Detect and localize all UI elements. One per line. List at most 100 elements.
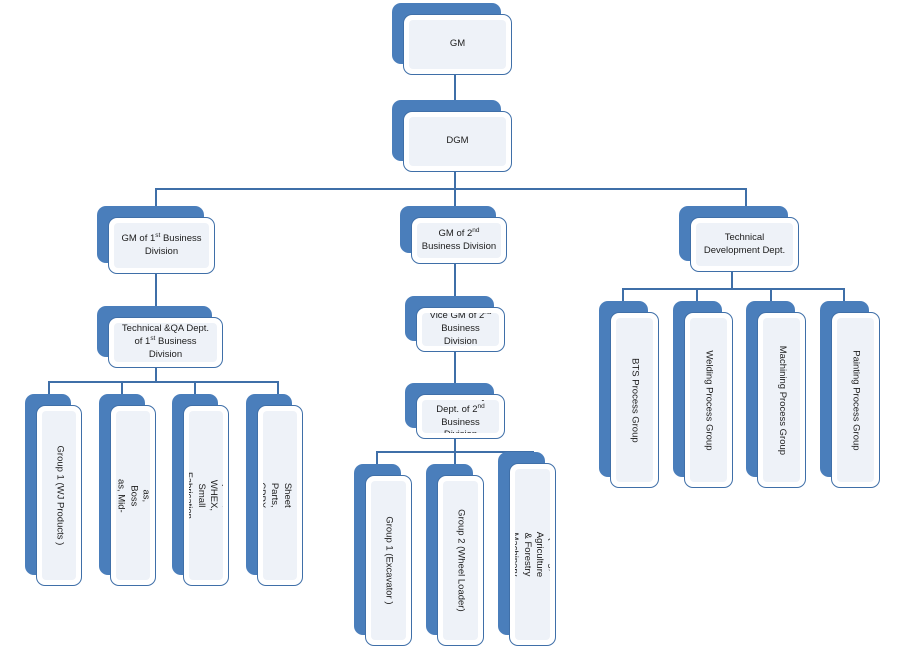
node-bd1-g1-inner: Group 1 (WJ Products ) — [42, 411, 76, 580]
node-gm[interactable]: GM — [392, 3, 512, 75]
node-gm-business-division-1[interactable]: GM of 1st Business Division — [97, 206, 215, 274]
node-techdev-inner: Technical Development Dept. — [696, 223, 793, 266]
node-bts-inner: BTS Process Group — [616, 318, 653, 482]
connector-bus-to-bd1-g4 — [277, 381, 279, 394]
node-dgm-inner: DGM — [409, 117, 506, 166]
node-bd2-g3-inner: Group 3 (Mining, Agriculture & Forestry … — [515, 469, 550, 640]
node-welding-label: Welding Process Group — [703, 349, 715, 451]
node-gm-bd1-inner: GM of 1st Business Division — [114, 223, 209, 268]
node-techdev-card: Technical Development Dept. — [690, 217, 799, 272]
node-machining-card: Machining Process Group — [757, 312, 806, 488]
node-tech-qa-dept-bd1[interactable]: Technical &QA Dept. of 1st Business Divi… — [97, 306, 223, 368]
node-dgm[interactable]: DGM — [392, 100, 512, 172]
ordinal-suffix: st — [155, 231, 161, 239]
node-gm-bd2-inner: GM of 2nd Business Division — [417, 223, 501, 258]
node-bts-card: BTS Process Group — [610, 312, 659, 488]
connector-gmbd1-to-tqabd1 — [155, 273, 157, 306]
node-bd1-g4-inner: Group 4 (CTWT, Metal Sheet Parts, CPPX P… — [263, 411, 297, 580]
connector-bus-to-gm-bd2 — [454, 188, 456, 208]
node-bts-process-group[interactable]: BTS Process Group — [599, 301, 659, 488]
node-bts-label: BTS Process Group — [629, 357, 641, 443]
node-gm-label: GM — [449, 38, 466, 50]
node-bd1-group-2[interactable]: Group 2 (Bracket as, Boss as, Mid-heavy … — [99, 394, 156, 586]
node-gm-bd1-label: GM of 1st Business Division — [121, 231, 202, 257]
node-bd1-g2-label: Group 2 (Bracket as, Boss as, Mid-heavy … — [116, 478, 150, 513]
node-painting-inner: Painting Process Group — [837, 318, 874, 482]
connector-techdev-down — [731, 271, 733, 288]
node-bd2-g3-label: Group 3 (Mining, Agriculture & Forestry … — [515, 531, 550, 578]
node-tqa-bd2-label: Technical &QA Dept. of 2nd Business Divi… — [429, 400, 491, 433]
node-gm-bd1-card: GM of 1st Business Division — [108, 217, 215, 274]
node-bd2-g2-label: Group 2 (Wheel Loader) — [455, 509, 467, 612]
node-vicegm-card: Vice GM of 2nd Business Division — [416, 307, 505, 352]
connector-tqabd2-down — [454, 437, 456, 451]
connector-bus-to-gm-bd1 — [155, 188, 157, 208]
node-bd2-g3-card: Group 3 (Mining, Agriculture & Forestry … — [509, 463, 556, 646]
node-vicegm-inner: Vice GM of 2nd Business Division — [422, 313, 499, 346]
connector-bus-to-bd2-g2 — [454, 451, 456, 464]
node-techdev-label: Technical Development Dept. — [703, 231, 786, 256]
node-vice-gm-bd2[interactable]: Vice GM of 2nd Business Division — [405, 296, 505, 352]
node-bd1-g2-inner: Group 2 (Bracket as, Boss as, Mid-heavy … — [116, 411, 150, 580]
node-tqa-bd2-inner: Technical &QA Dept. of 2nd Business Divi… — [422, 400, 499, 433]
connector-bus-to-welding — [696, 288, 698, 301]
node-bd1-g3-inner: Group 3 (Skirt, WHEX, Small Fabrication … — [189, 411, 223, 580]
connector-level2-bus — [155, 188, 747, 190]
connector-bus-to-machining — [770, 288, 772, 301]
connector-bus-to-bd1-g3 — [194, 381, 196, 394]
node-bd1-group-3[interactable]: Group 3 (Skirt, WHEX, Small Fabrication … — [172, 394, 229, 586]
ordinal-suffix: st — [150, 334, 156, 342]
node-bd2-g1-card: Group 1 (Excavator ) — [365, 475, 412, 646]
node-tqa-bd2-card: Technical &QA Dept. of 2nd Business Divi… — [416, 394, 505, 439]
connector-gm-to-dgm — [454, 72, 456, 100]
ordinal-suffix: nd — [484, 313, 491, 316]
node-bd2-group-1[interactable]: Group 1 (Excavator ) — [354, 464, 412, 646]
node-bd1-g3-card: Group 3 (Skirt, WHEX, Small Fabrication … — [183, 405, 229, 586]
connector-vicegm-to-tqabd2 — [454, 350, 456, 383]
ordinal-suffix: nd — [472, 226, 480, 234]
connector-bus-to-painting — [843, 288, 845, 301]
node-bd1-g3-label: Group 3 (Skirt, WHEX, Small Fabrication … — [189, 472, 223, 520]
node-painting-label: Painting Process Group — [850, 349, 862, 451]
node-welding-inner: Welding Process Group — [690, 318, 727, 482]
node-bd2-group-2[interactable]: Group 2 (Wheel Loader) — [426, 464, 484, 646]
node-bd1-g4-card: Group 4 (CTWT, Metal Sheet Parts, CPPX P… — [257, 405, 303, 586]
node-bd1-g2-card: Group 2 (Bracket as, Boss as, Mid-heavy … — [110, 405, 156, 586]
node-bd1-group-1[interactable]: Group 1 (WJ Products ) — [25, 394, 82, 586]
node-vicegm-label: Vice GM of 2nd Business Division — [422, 313, 499, 346]
node-bd2-g2-card: Group 2 (Wheel Loader) — [437, 475, 484, 646]
node-bd2-g1-label: Group 1 (Excavator ) — [383, 516, 395, 605]
node-bd2-g2-inner: Group 2 (Wheel Loader) — [443, 481, 478, 640]
node-dgm-label: DGM — [446, 135, 469, 147]
node-machining-label: Machining Process Group — [776, 345, 788, 455]
node-bd1-g4-label: Group 4 (CTWT, Metal Sheet Parts, CPPX P… — [263, 482, 297, 509]
node-bd1-g1-card: Group 1 (WJ Products ) — [36, 405, 82, 586]
connector-tqabd1-down — [155, 367, 157, 381]
node-welding-process-group[interactable]: Welding Process Group — [673, 301, 733, 488]
node-technical-development-dept[interactable]: Technical Development Dept. — [679, 206, 799, 272]
node-bd1-group-4[interactable]: Group 4 (CTWT, Metal Sheet Parts, CPPX P… — [246, 394, 303, 586]
node-machining-inner: Machining Process Group — [763, 318, 800, 482]
connector-dgm-down — [454, 170, 456, 189]
node-gm-bd2-card: GM of 2nd Business Division — [411, 217, 507, 264]
connector-bus-to-bts — [622, 288, 624, 301]
node-gm-inner: GM — [409, 20, 506, 69]
node-welding-card: Welding Process Group — [684, 312, 733, 488]
node-tech-qa-dept-bd2[interactable]: Technical &QA Dept. of 2nd Business Divi… — [405, 383, 505, 439]
node-gm-business-division-2[interactable]: GM of 2nd Business Division — [400, 206, 507, 264]
connector-bus-to-bd1-g1 — [48, 381, 50, 394]
node-tqa-bd1-card: Technical &QA Dept. of 1st Business Divi… — [108, 317, 223, 368]
node-gm-bd2-label: GM of 2nd Business Division — [421, 226, 497, 252]
ordinal-suffix: nd — [477, 402, 485, 410]
connector-bus-to-bd2-g1 — [376, 451, 378, 464]
connector-bd1-groups-bus — [48, 381, 278, 383]
node-painting-card: Painting Process Group — [831, 312, 880, 488]
connector-bus-to-bd1-g2 — [121, 381, 123, 394]
node-bd2-group-3[interactable]: Group 3 (Mining, Agriculture & Forestry … — [498, 452, 556, 646]
node-painting-process-group[interactable]: Painting Process Group — [820, 301, 880, 488]
node-bd2-g1-inner: Group 1 (Excavator ) — [371, 481, 406, 640]
connector-gmbd2-to-vicegm — [454, 263, 456, 296]
node-dgm-card: DGM — [403, 111, 512, 172]
node-machining-process-group[interactable]: Machining Process Group — [746, 301, 806, 488]
